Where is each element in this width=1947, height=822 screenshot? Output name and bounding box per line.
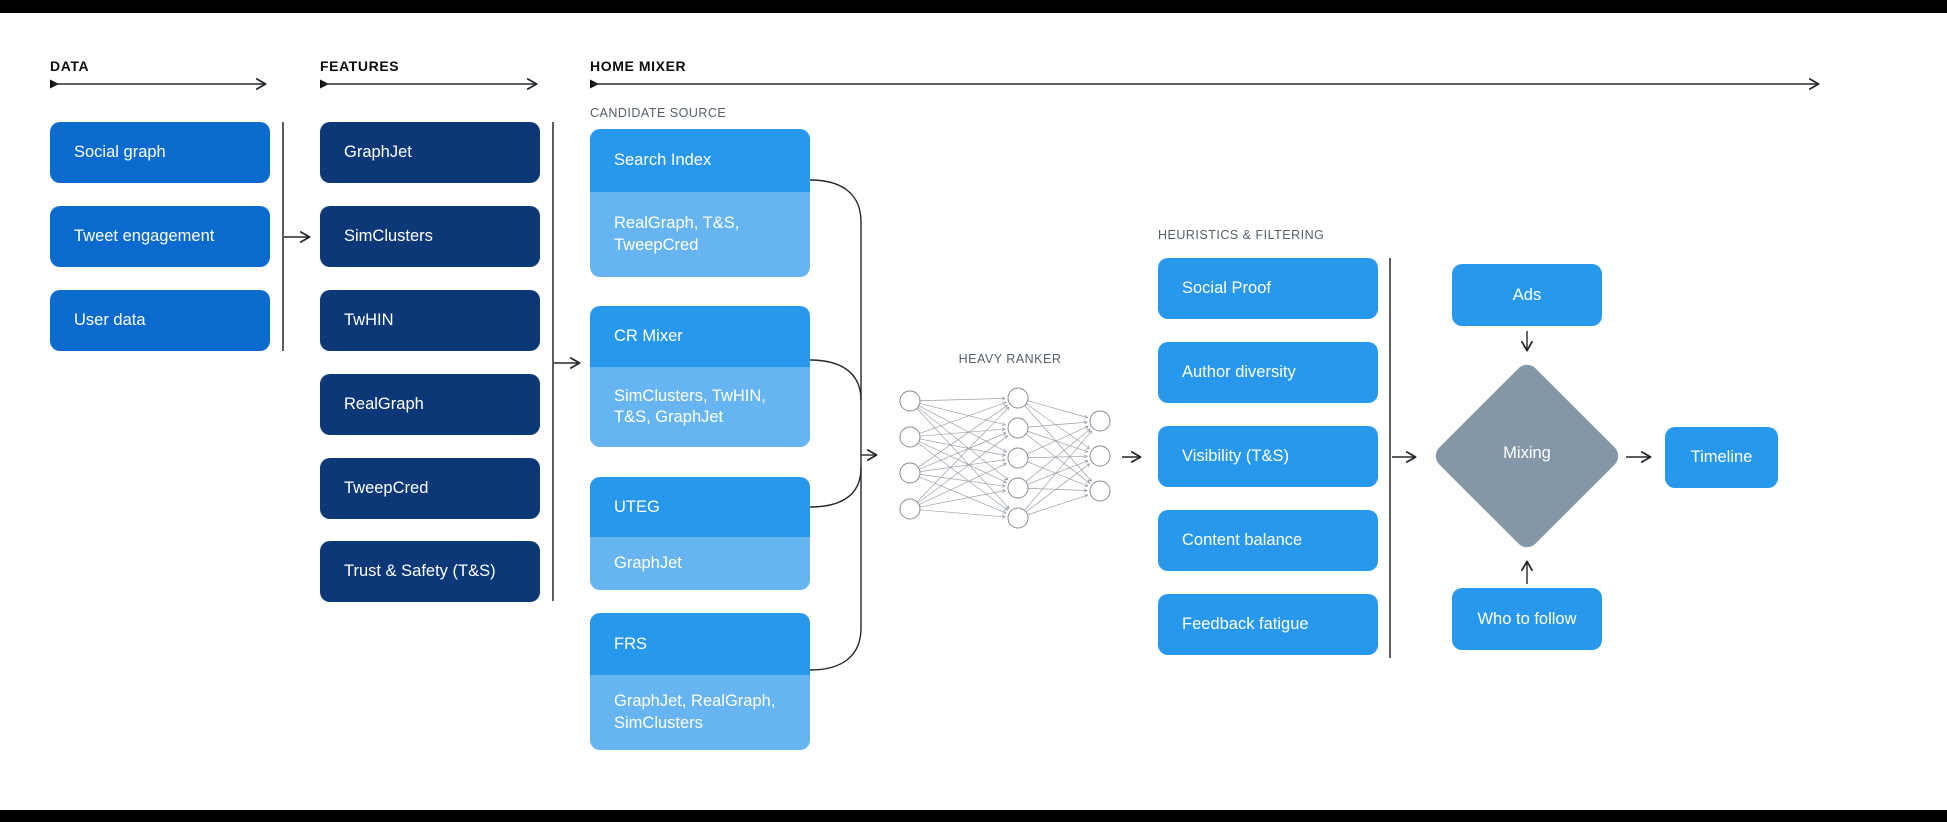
box-realgraph: RealGraph [320,374,540,435]
candidate-title: FRS [590,613,810,675]
candidate-group-search-index: Search Index RealGraph, T&S, TweepCred [590,129,810,277]
box-tweepcred: TweepCred [320,458,540,519]
section-header-home-mixer: HOME MIXER [590,58,687,74]
section-header-features: FEATURES [320,58,400,74]
box-twhin: TwHIN [320,290,540,351]
box-user-data: User data [50,290,270,351]
candidate-sources: RealGraph, T&S, TweepCred [590,192,810,277]
box-social-graph: Social graph [50,122,270,183]
box-author-diversity: Author diversity [1158,342,1378,403]
mixing-label: Mixing [1503,444,1551,462]
candidate-source-label: CANDIDATE SOURCE [590,106,727,120]
candidate-group-cr-mixer: CR Mixer SimClusters, TwHIN, T&S, GraphJ… [590,306,810,447]
candidate-sources: GraphJet, RealGraph, SimClusters [590,675,810,750]
top-letterbox-bar [0,0,1947,13]
candidate-group-uteg: UTEG GraphJet [590,477,810,590]
heavy-ranker-network [899,387,1111,529]
heavy-ranker-label: HEAVY RANKER [958,352,1062,366]
box-who-to-follow: Who to follow [1452,588,1602,650]
box-tweet-engagement: Tweet engagement [50,206,270,267]
box-social-proof: Social Proof [1158,258,1378,319]
mixing-diamond [1435,364,1619,548]
home-mixer-header-arrow [590,78,1820,90]
candidate-merge-connectors [809,179,862,671]
candidate-title: UTEG [590,477,810,537]
box-ads: Ads [1452,264,1602,326]
candidate-group-frs: FRS GraphJet, RealGraph, SimClusters [590,613,810,750]
section-header-data: DATA [50,58,90,74]
box-graphjet: GraphJet [320,122,540,183]
candidate-title: CR Mixer [590,306,810,367]
features-header-arrow [320,78,538,90]
heuristics-label: HEURISTICS & FILTERING [1158,228,1325,242]
candidate-title: Search Index [590,129,810,192]
box-feedback-fatigue: Feedback fatigue [1158,594,1378,655]
candidate-sources: GraphJet [590,537,810,590]
data-header-arrow [50,78,267,90]
bottom-letterbox-bar [0,810,1947,822]
box-trust-safety: Trust & Safety (T&S) [320,541,540,602]
box-simclusters: SimClusters [320,206,540,267]
box-timeline: Timeline [1665,427,1778,488]
candidate-sources: SimClusters, TwHIN, T&S, GraphJet [590,367,810,447]
box-visibility-ts: Visibility (T&S) [1158,426,1378,487]
box-content-balance: Content balance [1158,510,1378,571]
